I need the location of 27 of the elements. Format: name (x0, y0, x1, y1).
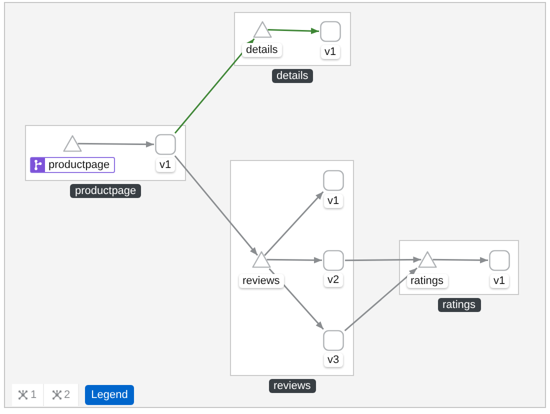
arrow (432, 257, 488, 264)
node-label: v1 (490, 274, 510, 288)
node-label: ratings (406, 274, 448, 288)
layout-button: 2 (44, 384, 79, 406)
node-label: v1 (324, 194, 344, 208)
group-label: productpage (70, 184, 142, 198)
node-label: productpage (48, 158, 111, 172)
group-label: details (272, 69, 314, 83)
group-label: reviews (268, 379, 316, 393)
node-label: v2 (324, 273, 344, 287)
arrow (345, 256, 422, 263)
arrow (264, 191, 324, 256)
node-label: v1 (156, 158, 176, 172)
node-label: details (242, 43, 282, 57)
arrow (266, 257, 322, 264)
node-label: v3 (324, 353, 344, 367)
arrow (174, 155, 258, 256)
node-label: v1 (320, 45, 340, 59)
legend-button: Legend (85, 385, 134, 405)
layout-button: 1 (12, 384, 44, 406)
arrow (268, 28, 320, 34)
arrow (268, 268, 324, 330)
node-label: reviews (238, 274, 284, 288)
group-label: ratings (438, 298, 481, 312)
arrow (174, 38, 255, 134)
arrow (78, 141, 154, 148)
arrow (344, 268, 418, 332)
